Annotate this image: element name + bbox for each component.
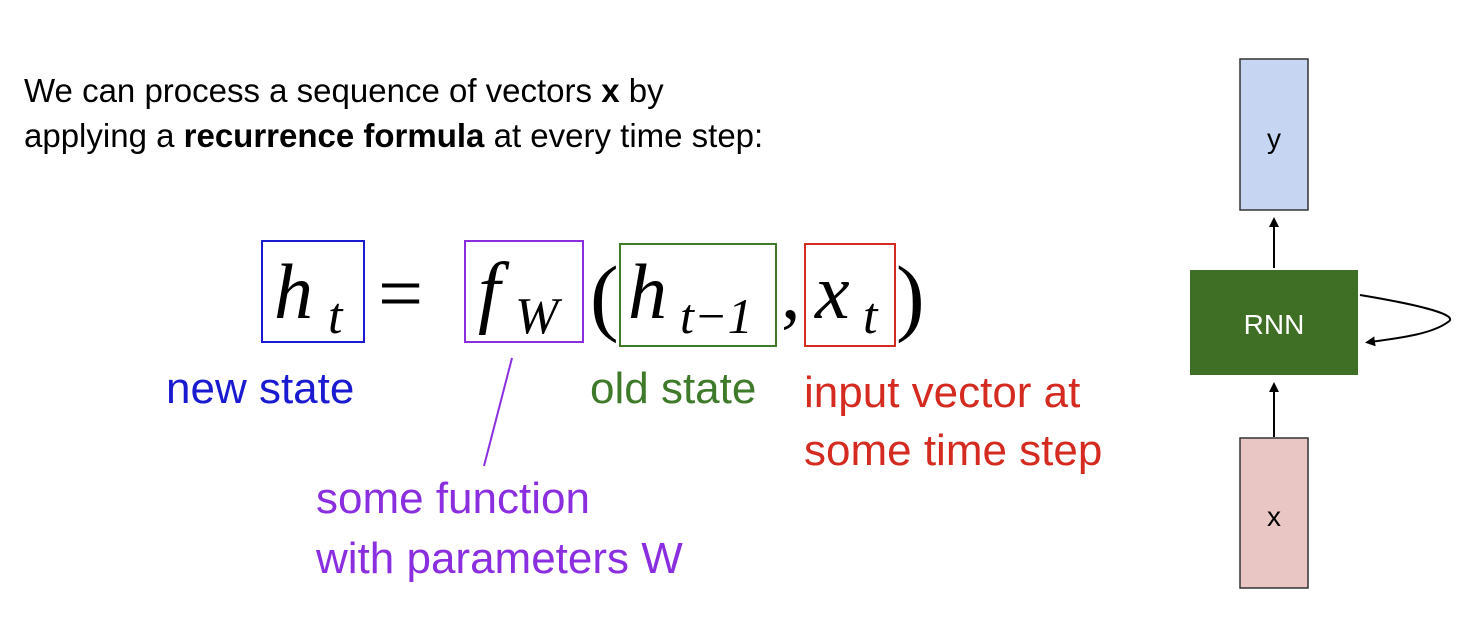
formula-x: x: [814, 248, 850, 335]
formula-close-paren: ): [896, 248, 925, 344]
rnn-label: RNN: [1244, 309, 1305, 340]
label-input-line-1: input vector at: [804, 368, 1081, 417]
formula-t-subscript: t: [328, 288, 344, 345]
label-old-state: old state: [590, 364, 757, 413]
y-box: [1239, 58, 1309, 211]
formula-f: f: [478, 248, 510, 336]
formula-W-subscript: W: [515, 288, 563, 345]
intro-text: We can process a sequence of vectors x b…: [24, 68, 763, 158]
function-pointer-line: [483, 357, 513, 467]
box-input: [804, 243, 896, 347]
formula-open-paren: (: [590, 248, 619, 344]
intro-bold-recurrence: recurrence formula: [183, 117, 485, 154]
formula-h-prev: h: [628, 248, 667, 335]
formula-t-minus-1-subscript: t−1: [680, 288, 753, 344]
intro-line-2: applying a recurrence formula at every t…: [24, 117, 764, 154]
label-input-line-2: some time step: [804, 426, 1103, 475]
y-label: y: [1267, 123, 1281, 154]
formula-equals: =: [378, 250, 423, 338]
formula-comma: ,: [781, 248, 801, 335]
x-label: x: [1267, 501, 1281, 532]
intro-bold-x: x: [601, 72, 620, 109]
intro-line-1: We can process a sequence of vectors x b…: [24, 72, 664, 109]
box-new-state: [261, 240, 365, 343]
box-old-state: [619, 243, 777, 347]
formula-t2-subscript: t: [863, 288, 879, 345]
label-new-state: new state: [166, 364, 355, 413]
label-function-line-2: with parameters W: [316, 534, 683, 583]
recurrent-loop-arrow: [1359, 294, 1452, 347]
label-function-line-1: some function: [316, 474, 590, 523]
rnn-box: [1190, 270, 1358, 375]
x-box: [1239, 437, 1309, 589]
formula-h: h: [274, 248, 313, 335]
box-function: [464, 240, 584, 343]
